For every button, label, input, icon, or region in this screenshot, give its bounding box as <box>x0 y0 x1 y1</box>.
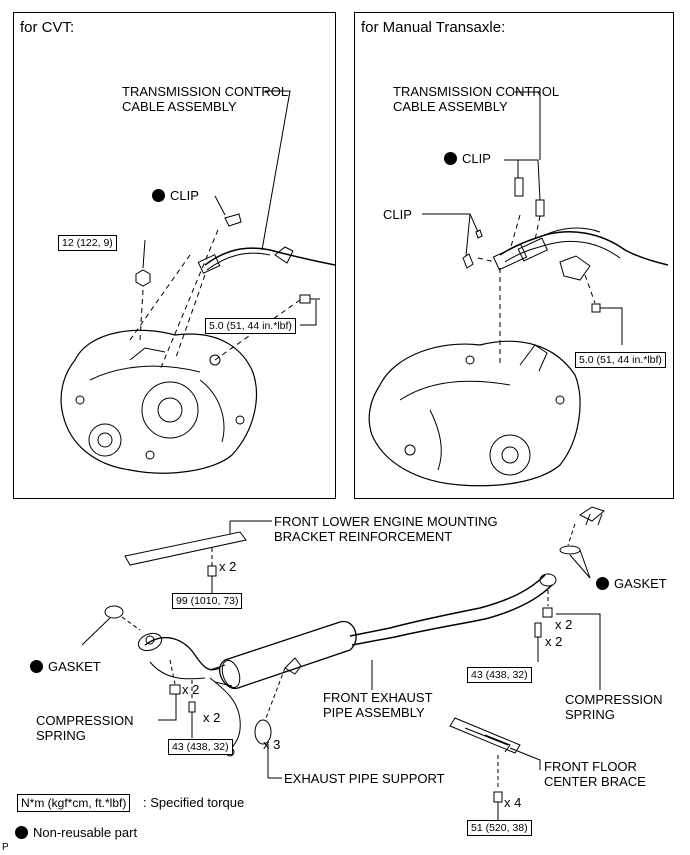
qty-left-bolt: x 2 <box>203 710 221 725</box>
nonreusable-dot-icon <box>30 660 43 673</box>
bracket-label: FRONT LOWER ENGINE MOUNTING BRACKET REIN… <box>274 514 498 544</box>
qty-right-bolt: x 2 <box>545 634 563 649</box>
nonreusable-dot-icon <box>444 152 457 165</box>
cvt-clip-label: CLIP <box>152 188 199 203</box>
support-qty: x 3 <box>263 737 281 752</box>
legend-nonreusable-text: Non-reusable part <box>33 825 138 840</box>
qty-left-spring: x 2 <box>182 682 200 697</box>
manual-clip-label: CLIP <box>383 207 412 222</box>
nonreusable-dot-icon <box>15 826 28 839</box>
gasket-right-text: GASKET <box>614 576 667 591</box>
manual-clip-nonreusable-label: CLIP <box>444 151 491 166</box>
brace-torque: 51 (520, 38) <box>467 820 532 836</box>
brace-qty: x 4 <box>504 795 522 810</box>
manual-clip-nonreusable-text: CLIP <box>462 151 491 166</box>
pipe-support-label: EXHAUST PIPE SUPPORT <box>284 771 445 786</box>
gasket-left-label: GASKET <box>30 659 101 674</box>
gasket-left-text: GASKET <box>48 659 101 674</box>
cvt-panel <box>13 12 336 499</box>
floor-brace-label: FRONT FLOOR CENTER BRACE <box>544 759 646 789</box>
pipe-assembly-label: FRONT EXHAUST PIPE ASSEMBLY <box>323 690 433 720</box>
bracket-torque: 99 (1010, 73) <box>172 593 243 609</box>
nonreusable-dot-icon <box>152 189 165 202</box>
nonreusable-dot-icon <box>596 577 609 590</box>
manual-cable-label: TRANSMISSION CONTROL CABLE ASSEMBLY <box>393 84 560 114</box>
cvt-panel-title: for CVT: <box>20 19 75 36</box>
compression-spring-right: COMPRESSION SPRING <box>565 692 663 722</box>
manual-panel <box>354 12 674 499</box>
torque-right: 43 (438, 32) <box>467 667 532 683</box>
bracket-qty: x 2 <box>219 559 237 574</box>
legend-torque-unit: N*m (kgf*cm, ft.*lbf) <box>17 794 131 812</box>
cvt-clip-text: CLIP <box>170 188 199 203</box>
gasket-right-label: GASKET <box>596 576 667 591</box>
compression-spring-left: COMPRESSION SPRING <box>36 713 134 743</box>
cvt-cable-label: TRANSMISSION CONTROL CABLE ASSEMBLY <box>122 84 289 114</box>
manual-torque-bolt: 5.0 (51, 44 in.*lbf) <box>575 352 666 368</box>
legend-torque-desc: : Specified torque <box>143 795 245 810</box>
qty-right-spring: x 2 <box>555 617 573 632</box>
cvt-torque-nut: 12 (122, 9) <box>58 235 117 251</box>
legend-nonreusable: Non-reusable part <box>15 825 137 840</box>
torque-left: 43 (438, 32) <box>168 739 233 755</box>
corner-mark: P <box>2 842 9 853</box>
manual-panel-title: for Manual Transaxle: <box>361 19 506 36</box>
cvt-torque-bolt: 5.0 (51, 44 in.*lbf) <box>205 318 296 334</box>
